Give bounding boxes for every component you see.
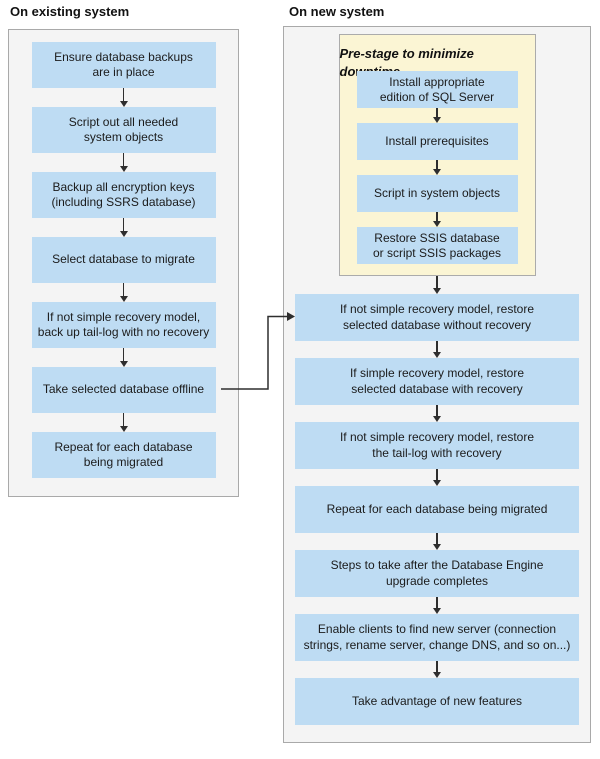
- down-arrow-icon: [119, 413, 129, 432]
- step-restore-ssis-database: Restore SSIS database or script SSIS pac…: [356, 227, 518, 264]
- down-arrow-icon: [432, 276, 442, 294]
- new-system-panel: Pre-stage to minimize downtime Install a…: [283, 26, 591, 743]
- down-arrow-icon: [432, 469, 442, 486]
- step-restore-without-recovery: If not simple recovery model, restore se…: [295, 294, 579, 341]
- down-arrow-icon: [119, 88, 129, 107]
- down-arrow-icon: [432, 405, 442, 422]
- prestage-title: Pre-stage to minimize downtime: [339, 46, 474, 79]
- step-backup-tail-log: If not simple recovery model, back up ta…: [31, 302, 216, 348]
- existing-system-panel: Ensure database backups are in place Scr…: [8, 29, 239, 497]
- down-arrow-icon: [432, 212, 442, 227]
- existing-system-header: On existing system: [10, 4, 130, 19]
- step-take-advantage-new-features: Take advantage of new features: [295, 678, 579, 725]
- step-install-sql-server: Install appropriate edition of SQL Serve…: [356, 71, 518, 108]
- down-arrow-icon: [119, 283, 129, 302]
- step-ensure-database-backups: Ensure database backups are in place: [31, 42, 216, 88]
- down-arrow-icon: [432, 108, 442, 123]
- down-arrow-icon: [432, 533, 442, 550]
- prestage-group: Pre-stage to minimize downtime Install a…: [338, 34, 536, 276]
- step-take-database-offline: Take selected database offline: [31, 367, 216, 413]
- down-arrow-icon: [432, 341, 442, 358]
- step-install-prerequisites: Install prerequisites: [356, 123, 518, 160]
- step-post-upgrade-steps: Steps to take after the Database Engine …: [295, 550, 579, 597]
- new-system-header: On new system: [289, 4, 385, 19]
- step-restore-with-recovery: If simple recovery model, restore select…: [295, 358, 579, 405]
- down-arrow-icon: [119, 348, 129, 367]
- step-enable-clients-find-server: Enable clients to find new server (conne…: [295, 614, 579, 661]
- step-script-in-system-objects: Script in system objects: [356, 175, 518, 212]
- step-select-database: Select database to migrate: [31, 237, 216, 283]
- step-script-out-system-objects: Script out all needed system objects: [31, 107, 216, 153]
- down-arrow-icon: [119, 218, 129, 237]
- step-repeat-each-database-new: Repeat for each database being migrated: [295, 486, 579, 533]
- step-restore-tail-log: If not simple recovery model, restore th…: [295, 422, 579, 469]
- down-arrow-icon: [432, 160, 442, 175]
- step-repeat-each-database-existing: Repeat for each database being migrated: [31, 432, 216, 478]
- down-arrow-icon: [119, 153, 129, 172]
- step-backup-encryption-keys: Backup all encryption keys (including SS…: [31, 172, 216, 218]
- down-arrow-icon: [432, 661, 442, 678]
- down-arrow-icon: [432, 597, 442, 614]
